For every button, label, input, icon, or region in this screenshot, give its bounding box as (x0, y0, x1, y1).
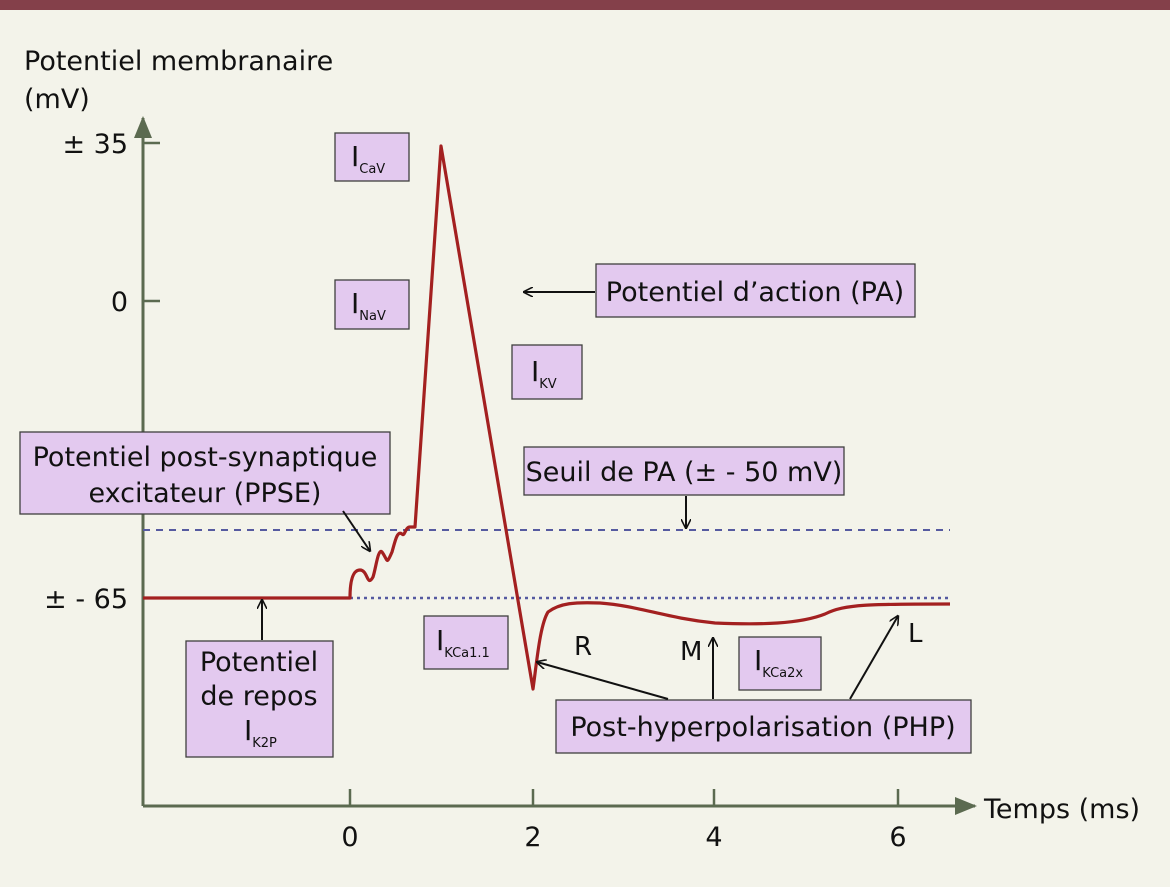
epsp-label-line1: Potentiel post-synaptique (33, 442, 378, 473)
ahp-l-arrow (849, 616, 898, 700)
ahp-box (555, 699, 972, 754)
threshold-box (523, 446, 845, 496)
epsp-arrow (342, 510, 370, 551)
i-cav-label: ICaV (351, 140, 385, 177)
y-tick-label-minus65: ± - 65 (44, 584, 128, 615)
resting-label-line1: Potentiel (200, 647, 318, 678)
y-axis-title-line1: Potentiel membranaire (24, 46, 333, 77)
y-axis-title-line2: (mV) (24, 84, 90, 115)
epsp-box (19, 431, 391, 515)
membrane-potential-curve (143, 144, 951, 691)
i-cav-box (334, 132, 410, 182)
action-potential-box (595, 263, 916, 318)
x-axis-title: Temps (ms) (983, 794, 1140, 825)
i-kca11-box (423, 615, 509, 670)
x-tick-label-2: 2 (524, 822, 541, 853)
ahp-m-label: M (680, 637, 702, 667)
x-tick-label-6: 6 (889, 822, 906, 853)
x-tick-label-0: 0 (341, 822, 358, 853)
x-tick-label-4: 4 (705, 822, 722, 853)
ahp-r-label: R (574, 632, 592, 662)
threshold-label: Seuil de PA (± - 50 mV) (526, 457, 843, 488)
top-bar (0, 0, 1170, 10)
y-tick-label-35: ± 35 (62, 129, 128, 160)
i-kca2x-box (738, 636, 822, 691)
resting-potential-box (185, 640, 334, 758)
i-nav-label: INaV (351, 287, 386, 324)
i-k2p-label: IK2P (244, 714, 277, 751)
i-kv-label: IKV (531, 355, 557, 392)
i-kca11-label: IKCa1.1 (436, 624, 490, 661)
i-kv-box (511, 344, 583, 400)
y-tick-label-0: 0 (111, 287, 128, 318)
ahp-l-label: L (908, 619, 923, 649)
action-potential-label: Potentiel d’action (PA) (606, 277, 904, 308)
i-kca2x-label: IKCa2x (754, 644, 803, 681)
ahp-r-arrow (537, 662, 669, 700)
resting-label-line2: de repos (200, 681, 317, 712)
epsp-label-line2: excitateur (PPSE) (89, 478, 322, 509)
i-nav-box (334, 279, 410, 330)
ahp-label: Post-hyperpolarisation (PHP) (570, 712, 955, 743)
